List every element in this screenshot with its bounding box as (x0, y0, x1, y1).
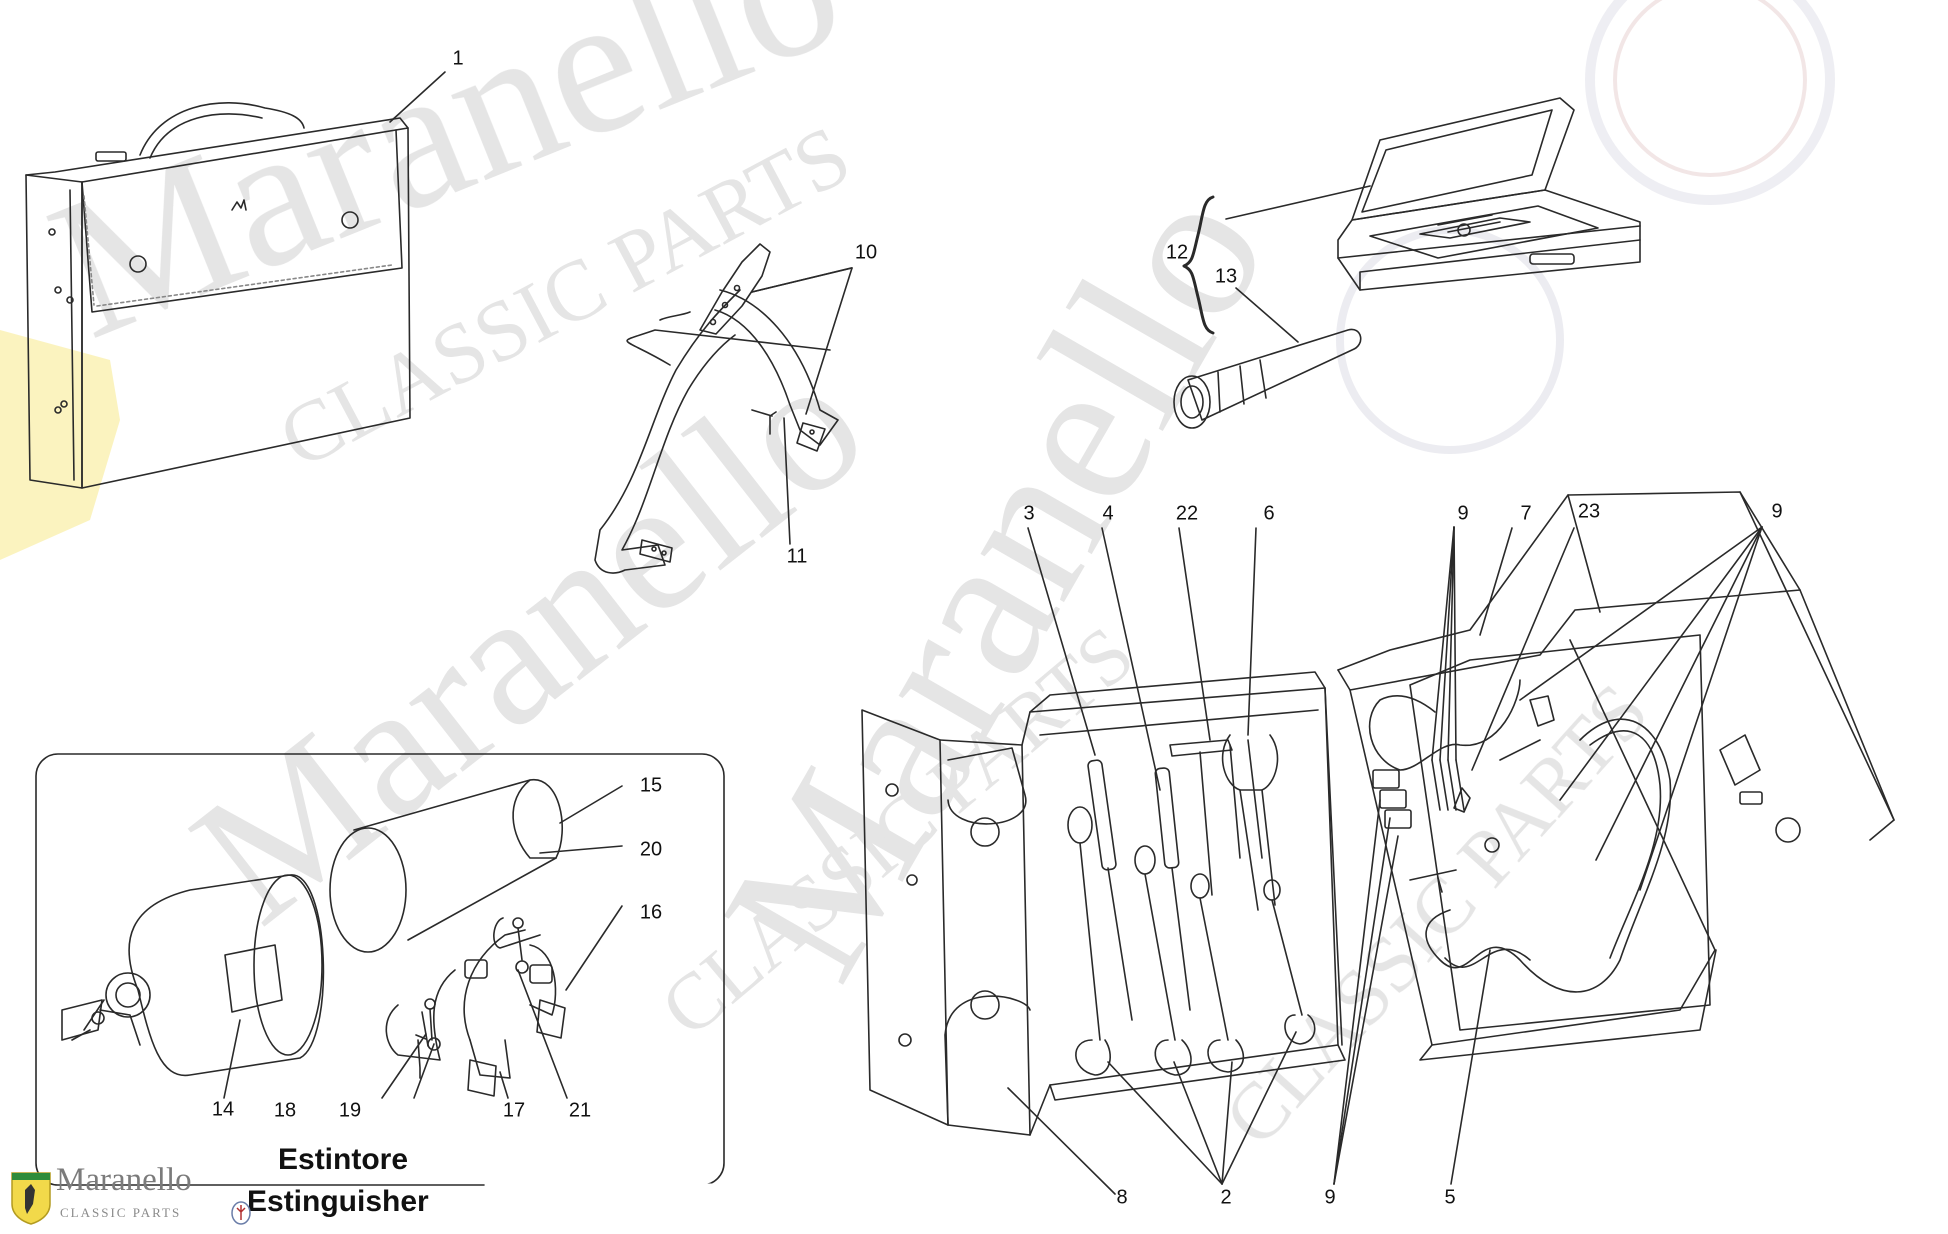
flashlight-case (1337, 97, 1641, 291)
ferrari-shield-icon (11, 1172, 51, 1225)
callout-19: 19 (338, 1099, 362, 1122)
callout-22: 22 (1175, 502, 1199, 525)
tool-bag (25, 102, 411, 489)
fire-extinguisher (61, 874, 325, 1077)
extinguisher-brackets (385, 917, 566, 1097)
tool-roll (861, 491, 1895, 1136)
callout-14: 14 (211, 1098, 235, 1121)
callout-23: 23 (1577, 500, 1601, 523)
callout-7: 7 (1520, 502, 1532, 525)
callout-3: 3 (1023, 502, 1035, 525)
extinguisher-panel (35, 753, 725, 1186)
callout-13: 13 (1214, 265, 1238, 288)
extinguisher-sleeve (329, 779, 563, 953)
spare-wheel-strap (594, 243, 839, 574)
caption-italian: Estintore (278, 1143, 409, 1176)
callout-2: 2 (1220, 1186, 1232, 1209)
callout-21: 21 (568, 1099, 592, 1122)
ferrari-shield-icon (0, 330, 120, 560)
callout-15: 15 (639, 774, 663, 797)
callout-20: 20 (639, 838, 663, 861)
callout-6: 6 (1263, 502, 1275, 525)
callout-18: 18 (273, 1099, 297, 1122)
callout-12: 12 (1165, 241, 1189, 264)
maserati-trident-icon (1585, 0, 1835, 205)
caption-english: Estinguisher (247, 1185, 429, 1218)
callout-10: 10 (854, 241, 878, 264)
horse-emblem-icon (1336, 226, 1564, 454)
callout-5: 5 (1444, 1186, 1456, 1209)
callout-11: 11 (786, 545, 808, 568)
callout-9-top: 9 (1457, 502, 1469, 525)
callout-8: 8 (1116, 1186, 1128, 1209)
hand-tools (1067, 734, 1316, 1076)
spare-bulbs-and-fuses (1372, 695, 1555, 893)
callout-17: 17 (502, 1099, 526, 1122)
flashlight (1173, 328, 1362, 429)
maserati-trident-icon (231, 1201, 251, 1225)
callout-16: 16 (639, 901, 663, 924)
callout-1: 1 (452, 47, 464, 70)
callout-9-bottom: 9 (1324, 1186, 1336, 1209)
callout-9-right: 9 (1771, 500, 1783, 523)
logo-subtitle: CLASSIC PARTS (60, 1205, 182, 1220)
logo-name: Maranello (56, 1162, 192, 1198)
callout-4: 4 (1102, 502, 1114, 525)
